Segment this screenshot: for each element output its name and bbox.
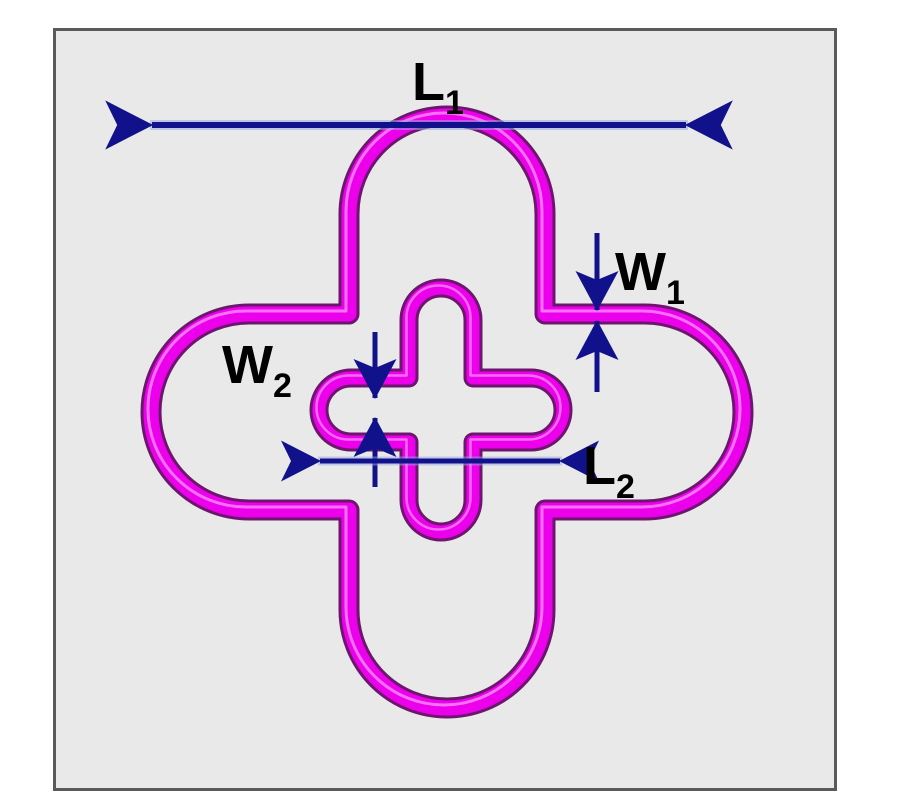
dimension-L1-label: L1	[412, 52, 464, 122]
outer-cross-trace	[143, 108, 751, 716]
inner-cross-highlight	[315, 284, 562, 531]
substrate-panel	[53, 28, 837, 791]
dimension-W2-symbol: W	[222, 335, 273, 395]
dimension-L1-symbol: L	[412, 52, 445, 112]
dimension-W2-label: W2	[222, 335, 292, 405]
dimension-W1-subscript: 1	[666, 274, 685, 312]
dimension-L2-symbol: L	[583, 436, 616, 496]
dimension-W2-subscript: 2	[273, 367, 292, 405]
inner-cross-trace	[312, 281, 570, 539]
dimension-L2-subscript: 2	[616, 468, 635, 506]
dimension-W2: W2	[222, 332, 397, 487]
outer-cross-highlight	[146, 111, 742, 707]
dimension-L1: L1	[105, 52, 733, 150]
dimension-W1-symbol: W	[615, 242, 666, 302]
dimension-L2: L2	[281, 436, 635, 506]
dimension-W1-label: W1	[615, 242, 685, 312]
dimension-W1: W1	[575, 233, 685, 392]
dimension-L2-label: L2	[583, 436, 635, 506]
dimension-L1-subscript: 1	[445, 84, 464, 122]
